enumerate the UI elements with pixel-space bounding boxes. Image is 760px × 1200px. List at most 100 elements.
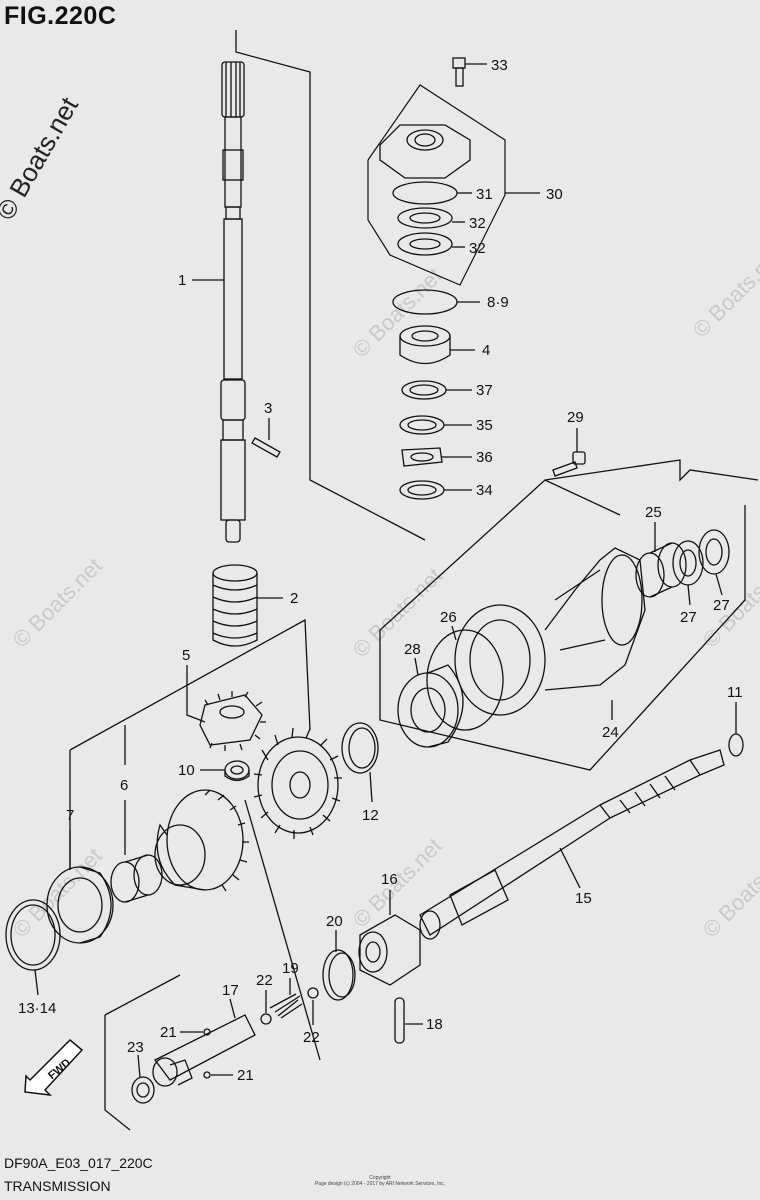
clip-part-11 — [728, 733, 744, 757]
pin-part-3 — [251, 437, 281, 458]
callout-37: 37 — [476, 382, 493, 399]
callout-21b: 21 — [237, 1067, 254, 1084]
callout-18: 18 — [426, 1016, 443, 1033]
bearing-part-28 — [397, 664, 464, 748]
callout-25: 25 — [645, 504, 662, 521]
callout-15: 15 — [575, 890, 592, 907]
propeller-shaft-part-15 — [419, 749, 725, 940]
bearing-part-13-14 — [46, 866, 114, 944]
callout-32b: 32 — [469, 240, 486, 257]
callout-34: 34 — [476, 482, 493, 499]
spring-ring-part-20 — [322, 949, 356, 1001]
seal-part-27a — [672, 540, 704, 586]
leader-23 — [137, 1054, 141, 1078]
leader-27b — [715, 573, 723, 596]
seal-part-27b — [698, 529, 730, 575]
leader-27a — [687, 584, 691, 606]
callout-12: 12 — [362, 807, 379, 824]
leader-17 — [229, 998, 236, 1019]
figure-name: TRANSMISSION — [4, 1178, 111, 1194]
callout-35: 35 — [476, 417, 493, 434]
callout-27a: 27 — [680, 609, 697, 626]
group-outline-left — [69, 618, 311, 751]
needle-bearing-part-7 — [110, 854, 163, 903]
shift-plunger-part-17 — [152, 1014, 256, 1087]
callout-33: 33 — [491, 57, 508, 74]
figure-code: DF90A_E03_017_220C — [4, 1155, 153, 1171]
group-outline-14 — [244, 799, 321, 1061]
callout-23: 23 — [127, 1039, 144, 1056]
ring-part-12 — [341, 722, 379, 774]
copyright-line-2: Page design (c) 2004 - 2017 by ARI Netwo… — [314, 1181, 446, 1187]
callout-2: 2 — [290, 590, 298, 607]
o-ring-part-31 — [392, 181, 458, 205]
washer-part-37 — [401, 380, 447, 400]
group-outline-driveshaft — [235, 30, 426, 541]
ball-part-21a — [203, 1028, 211, 1036]
callout-31: 31 — [476, 186, 493, 203]
callout-19: 19 — [282, 960, 299, 977]
group-outline-clutch — [104, 1015, 131, 1131]
group-outline-clutch-top — [104, 974, 181, 1016]
ball-part-22a — [260, 1013, 272, 1025]
callout-22b: 22 — [303, 1029, 320, 1046]
shim-part-8-9 — [392, 289, 458, 315]
leader-26 — [451, 625, 457, 641]
bearing-part-32a — [397, 207, 453, 229]
callout-27b: 27 — [713, 597, 730, 614]
callout-17: 17 — [222, 982, 239, 999]
callout-6: 6 — [120, 777, 128, 794]
callout-22a: 22 — [256, 972, 273, 989]
bearing-part-32b — [397, 232, 453, 256]
callout-8-9: 8·9 — [487, 294, 509, 311]
gear-part-6 — [154, 789, 249, 892]
callout-7: 7 — [66, 807, 74, 824]
group-outline-gear-housing — [544, 459, 759, 482]
ball-part-22b — [307, 987, 319, 999]
leader-5 — [186, 665, 206, 723]
bearing-part-25 — [635, 542, 687, 598]
washer-part-35 — [399, 415, 445, 435]
nut-part-10 — [224, 760, 250, 782]
o-ring-part-26 — [426, 629, 504, 731]
callout-10: 10 — [178, 762, 195, 779]
callout-4: 4 — [482, 342, 490, 359]
copyright-notice: Copyright Page design (c) 2004 - 2017 by… — [300, 1175, 460, 1187]
callout-36: 36 — [476, 449, 493, 466]
callout-20: 20 — [326, 913, 343, 930]
ball-part-21b — [203, 1071, 211, 1079]
drive-shaft — [220, 61, 246, 543]
callout-28: 28 — [404, 641, 421, 658]
bearing-part-4 — [399, 325, 451, 365]
spring-part-19 — [269, 993, 303, 1019]
callout-16: 16 — [381, 871, 398, 888]
ring-part-23 — [131, 1076, 155, 1104]
callout-21a: 21 — [160, 1024, 177, 1041]
leader-13-14 — [34, 969, 39, 996]
fwd-arrow-icon — [24, 1038, 84, 1097]
washer-part-34 — [399, 480, 445, 500]
retainer-part-36 — [401, 447, 443, 467]
shim-part-13-14 — [5, 899, 61, 971]
callout-24: 24 — [602, 724, 619, 741]
callout-1: 1 — [178, 272, 186, 289]
spring-part-2 — [212, 564, 258, 647]
figure-title: FIG.220C — [4, 2, 117, 30]
callout-30: 30 — [546, 186, 563, 203]
leader-12 — [369, 771, 373, 803]
callout-3: 3 — [264, 400, 272, 417]
callout-29: 29 — [567, 409, 584, 426]
callout-32a: 32 — [469, 215, 486, 232]
callout-5: 5 — [182, 647, 190, 664]
leader-28 — [414, 657, 419, 676]
group-outline-24 — [379, 479, 621, 640]
group-outline-bearing-housing — [367, 84, 506, 286]
callout-13-14: 13·14 — [18, 1000, 56, 1017]
callout-11: 11 — [727, 684, 743, 701]
pin-part-18 — [394, 997, 405, 1044]
gear-part-12 — [253, 727, 342, 839]
copyright-line-1: Copyright — [369, 1175, 391, 1181]
leader-15 — [559, 847, 581, 889]
callout-26: 26 — [440, 609, 457, 626]
